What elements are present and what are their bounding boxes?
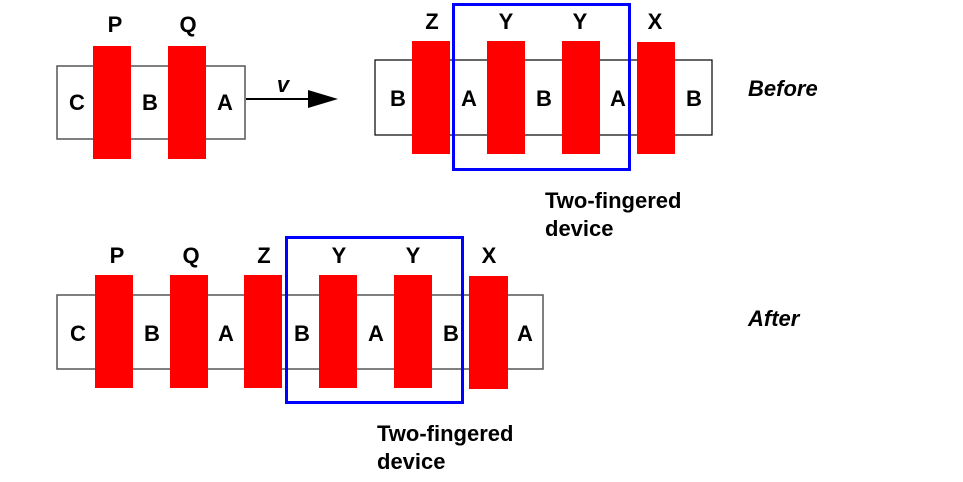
finger-label: X	[482, 243, 497, 268]
segment-label: C	[69, 90, 85, 115]
finger-label: Q	[182, 243, 199, 268]
arrow-head-icon	[308, 90, 338, 108]
finger-label: X	[648, 9, 663, 34]
finger-label: Y	[406, 243, 421, 268]
bottom-strip: P Q Z Y Y X C B A B A B A	[56, 236, 544, 404]
finger-bar-p	[95, 275, 133, 388]
top-right-strip: Z Y Y X B A B A B	[374, 3, 713, 171]
state-label-after: After	[747, 306, 801, 331]
finger-bar-z	[244, 275, 282, 388]
finger-bar-q	[168, 46, 206, 159]
segment-label: B	[686, 86, 702, 111]
finger-label: Y	[573, 9, 588, 34]
device-box	[285, 236, 464, 404]
state-label-before: Before	[748, 76, 818, 101]
device-caption-line2: device	[545, 216, 614, 241]
segment-label: B	[536, 86, 552, 111]
top-left-strip: P Q C B A	[56, 12, 246, 159]
device-caption-line2: device	[377, 449, 446, 474]
finger-bar-x	[469, 276, 508, 389]
finger-label: Y	[499, 9, 514, 34]
finger-label: Z	[257, 243, 270, 268]
segment-label: B	[443, 321, 459, 346]
finger-label: P	[110, 243, 125, 268]
velocity-label: v	[277, 72, 291, 97]
segment-label: A	[368, 321, 384, 346]
finger-bar-y	[487, 41, 525, 154]
device-box	[452, 3, 631, 171]
segment-label: B	[294, 321, 310, 346]
finger-bar-q	[170, 275, 208, 388]
segment-label: B	[142, 90, 158, 115]
segment-label: A	[217, 90, 233, 115]
finger-label: P	[108, 12, 123, 37]
finger-label: Q	[179, 12, 196, 37]
strip-body	[56, 65, 246, 140]
segment-label: B	[144, 321, 160, 346]
finger-bar-y	[394, 275, 432, 388]
finger-bar-p	[93, 46, 131, 159]
segment-label: A	[517, 321, 533, 346]
finger-bar-y	[562, 41, 600, 154]
segment-label: A	[610, 86, 626, 111]
velocity-arrow: v	[246, 72, 338, 108]
segment-label: C	[70, 321, 86, 346]
device-caption-line1: Two-fingered	[545, 188, 681, 213]
device-caption-line1: Two-fingered	[377, 421, 513, 446]
finger-label: Z	[425, 9, 438, 34]
segment-label: B	[390, 86, 406, 111]
finger-bar-z	[412, 41, 450, 154]
finger-label: Y	[332, 243, 347, 268]
finger-bar-x	[637, 42, 675, 154]
segment-label: A	[218, 321, 234, 346]
segment-label: A	[461, 86, 477, 111]
finger-bar-y	[319, 275, 357, 388]
